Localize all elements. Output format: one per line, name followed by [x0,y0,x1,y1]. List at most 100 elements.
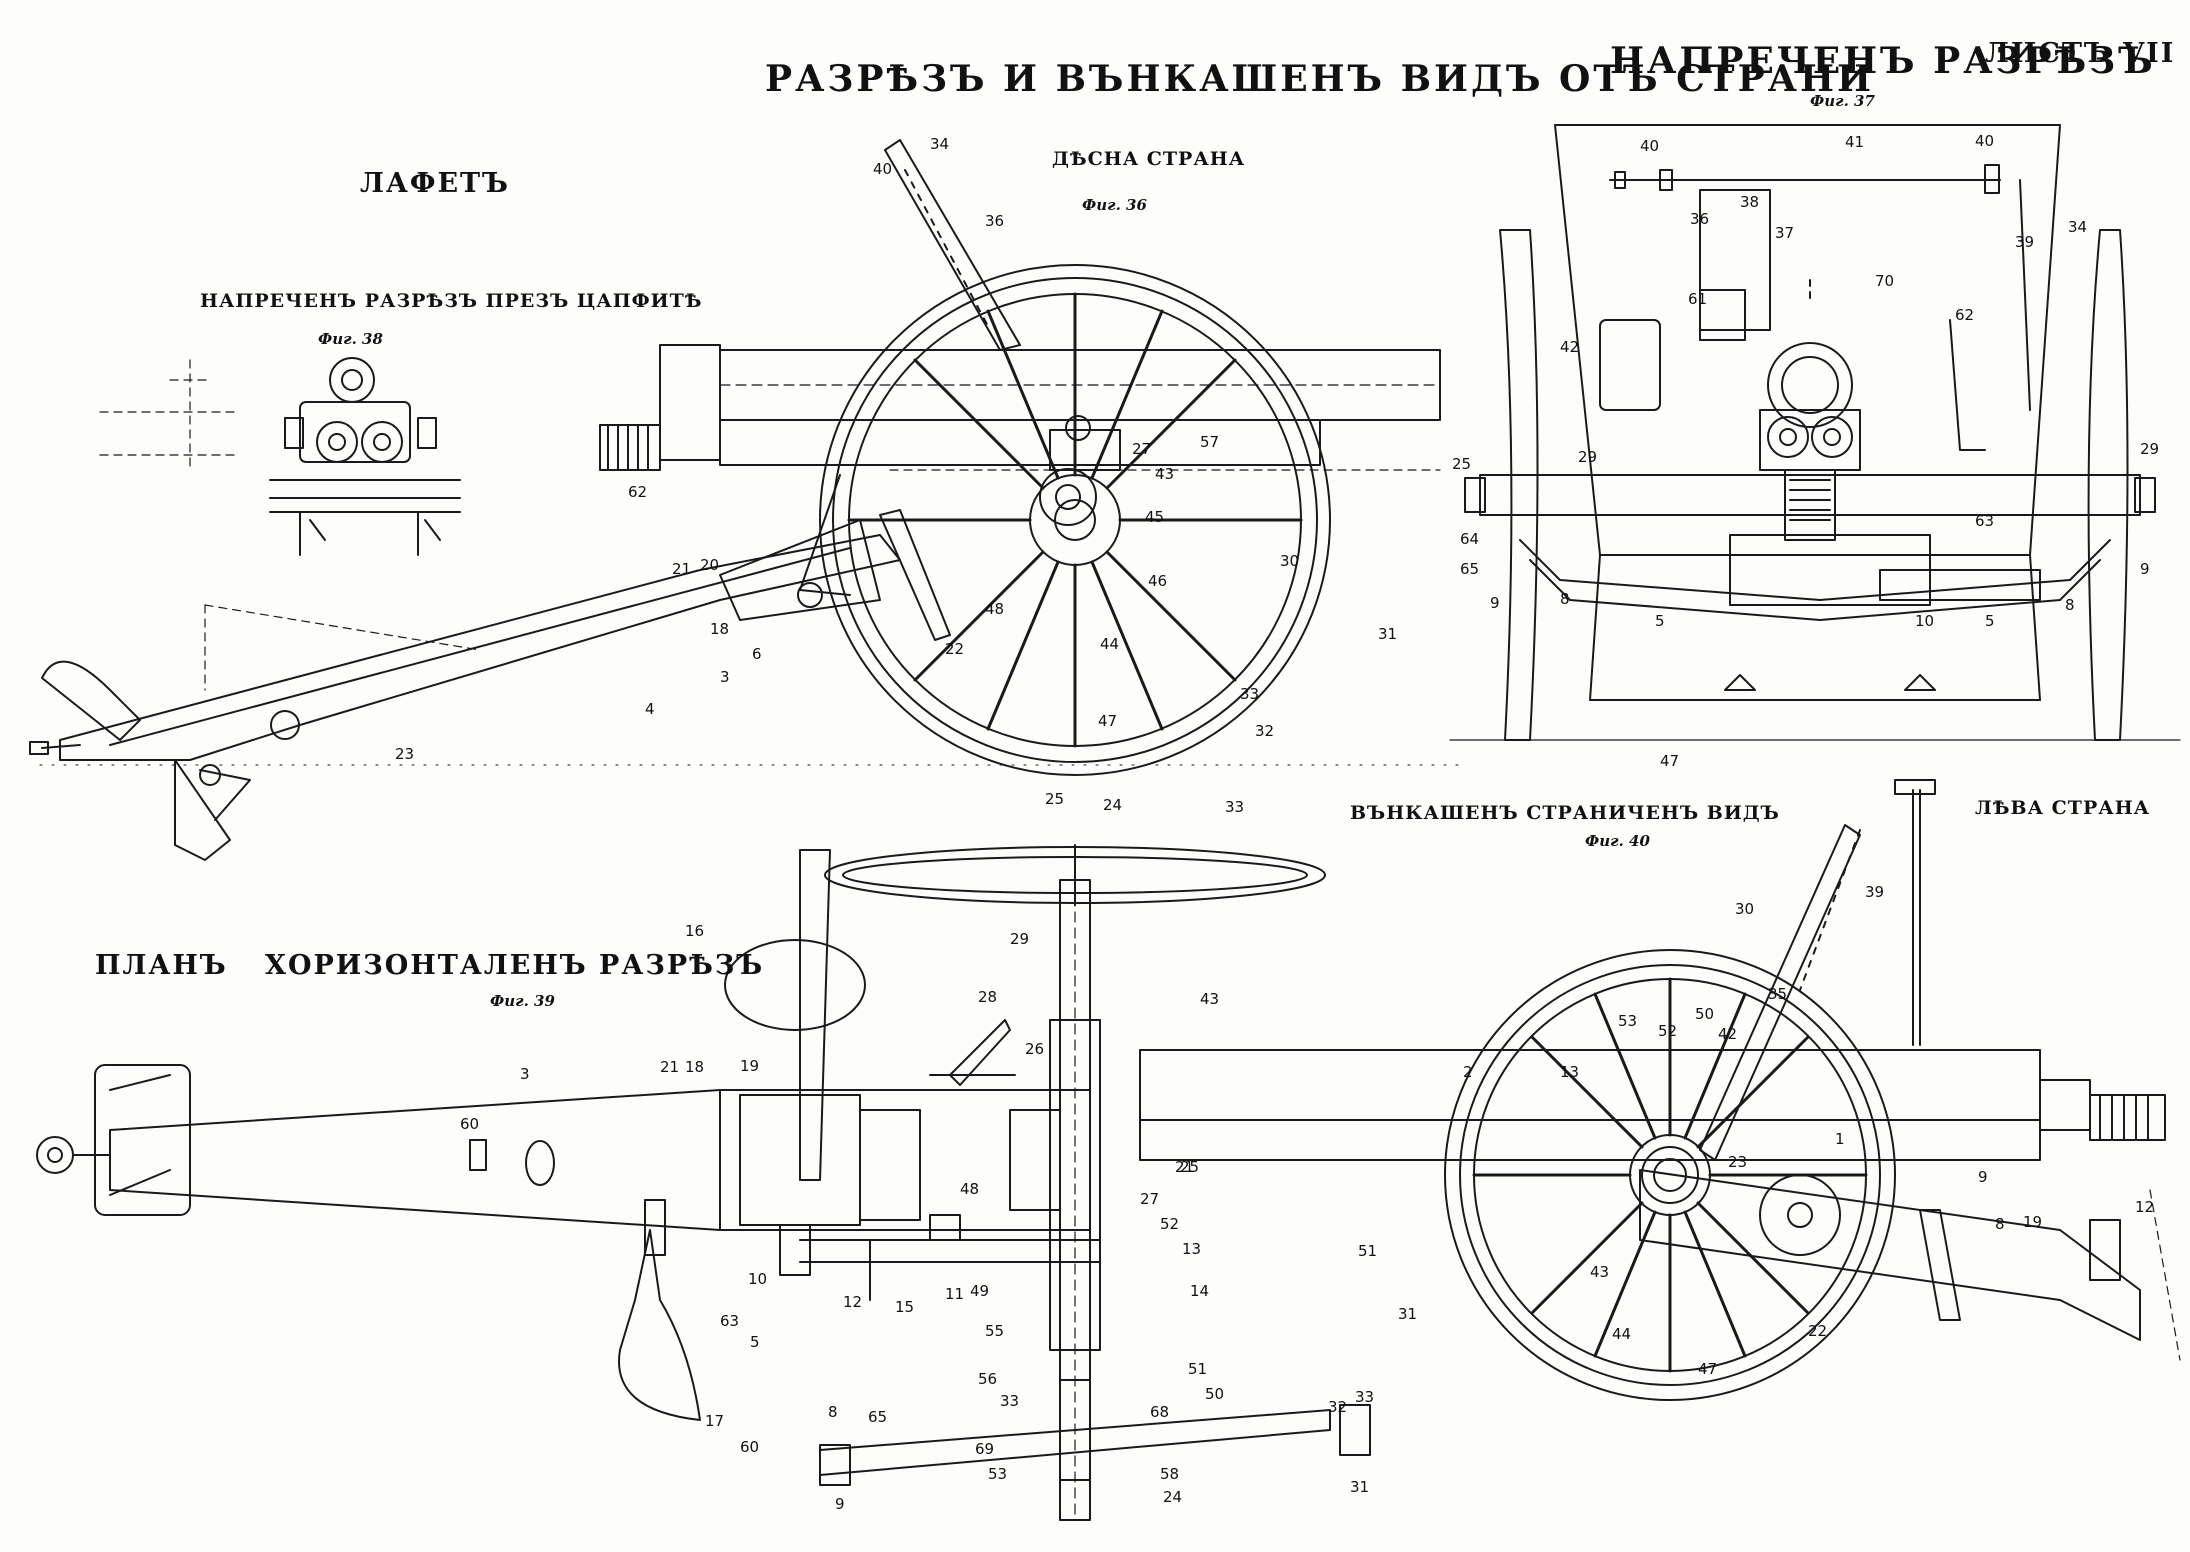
callout: 39 [2015,233,2035,251]
callout: 21 [660,1058,680,1076]
fig40-side-title: ЛѢВА СТРАНА [1975,797,2151,819]
callout: 22 [945,640,965,658]
callout: 1 [1835,1130,1845,1148]
callout: 12 [843,1293,863,1311]
callout: 28 [978,988,998,1006]
fig38-label: Фиг. 38 [318,330,383,348]
callout: 39 [1865,883,1885,901]
callout: 30 [1735,900,1755,918]
callout: 40 [873,160,893,178]
carriage-title: ЛАФЕТЪ [360,168,510,199]
callout: 40 [1640,137,1660,155]
callout: 35 [1768,985,1788,1003]
callout: 45 [1145,508,1165,526]
callout: 43 [1155,465,1175,483]
callout: 29 [2140,440,2160,458]
callout: 31 [1350,1478,1370,1496]
fig36-label: Фиг. 36 [1082,196,1147,214]
callout: 70 [1875,272,1895,290]
callout: 38 [1740,193,1760,211]
callout: 62 [1955,306,1975,324]
callout: 29 [1010,930,1030,948]
callout: 31 [1378,625,1398,643]
callout: 23 [1728,1153,1748,1171]
callout: 62 [628,483,648,501]
callout: 46 [1148,572,1168,590]
callout: 44 [1100,635,1120,653]
fig37-label: Фиг. 37 [1810,92,1875,110]
callout: 52 [1658,1022,1678,1040]
callout: 36 [1690,210,1710,228]
callout: 33 [1355,1388,1375,1406]
callout: 33 [1225,798,1245,816]
callout: 33 [1240,685,1260,703]
callout: 5 [1655,612,1665,630]
callout: 3 [720,668,730,686]
callout: 18 [710,620,730,638]
callout: 52 [1160,1215,1180,1233]
callout: 49 [970,1282,990,1300]
fig40-title: ВЪНКАШЕНЪ СТРАНИЧЕНЪ ВИДЪ [1350,802,1780,824]
callout: 8 [2065,596,2075,614]
callout: 64 [1460,530,1480,548]
horizontal-section-title: ХОРИЗОНТАЛЕНЪ РАЗРѢЗЪ [265,950,765,981]
fig38-trunnion-section [99,357,461,556]
callout: 47 [1698,1360,1718,1378]
plan-title: ПЛАНЪ [95,950,228,981]
callout: 4 [645,700,655,718]
callout: 65 [868,1408,888,1426]
cross-section-title: НАПРЕЧЕНЪ РАЗРѢЗЪ [1610,40,2156,82]
callout: 68 [1150,1403,1170,1421]
callout: 32 [1328,1398,1348,1416]
callout: 5 [1985,612,1995,630]
callout: 32 [1255,722,1275,740]
callout: 42 [1718,1025,1738,1043]
callout: 3 [520,1065,530,1083]
callout: 24 [1103,796,1123,814]
callout: 13 [1182,1240,1202,1258]
callout: 25 [1045,790,1065,808]
callout: 10 [1915,612,1935,630]
callout: 56 [978,1370,998,1388]
callout: 65 [1460,560,1480,578]
callout: 9 [1978,1168,1988,1186]
callout: 44 [1612,1325,1632,1343]
callout: 2 [1463,1063,1473,1081]
callout: 53 [1618,1012,1638,1030]
callout: 61 [1688,290,1708,308]
callout: 19 [2023,1213,2043,1231]
callout: 29 [1578,448,1598,466]
callout: 37 [1775,224,1795,242]
callout: 47 [1098,712,1118,730]
callout: 50 [1205,1385,1225,1403]
fig36-right-side-view [29,139,1441,861]
callout: 8 [1995,1215,2005,1233]
callout: 57 [1200,433,1220,451]
callout: 14 [1190,1282,1210,1300]
sheet-number: ЛИСТЪ VII [1985,38,2176,69]
callout: 69 [975,1440,995,1458]
callout: 5 [750,1333,760,1351]
callout: 50 [1695,1005,1715,1023]
callout: 34 [2068,218,2088,236]
callout: 43 [1200,990,1220,1008]
fig38-title: НАПРЕЧЕНЪ РАЗРѢЗЪ ПРЕЗЪ ЦАПФИТѢ [200,290,703,312]
callout: 53 [988,1465,1008,1483]
callout: 40 [1975,132,1995,150]
callout: 47 [1660,752,1680,770]
main-title: РАЗРѢЗЪ И ВЪНКАШЕНЪ ВИДЪ ОТЪ СТРАНИ [765,58,1875,100]
fig40-left-side-view [1139,779,2181,1401]
callout: 16 [685,922,705,940]
fig40-label: Фиг. 40 [1585,832,1650,850]
callout: 9 [2140,560,2150,578]
callout: 12 [2135,1198,2155,1216]
callout: 41 [1845,133,1865,151]
callout: 48 [960,1180,980,1198]
callout: 25 [1452,455,1472,473]
callout: 55 [985,1322,1005,1340]
callout: 27 [1140,1190,1160,1208]
callout: 51 [1358,1242,1378,1260]
callout: 63 [720,1312,740,1330]
callout: 21 [672,560,692,578]
